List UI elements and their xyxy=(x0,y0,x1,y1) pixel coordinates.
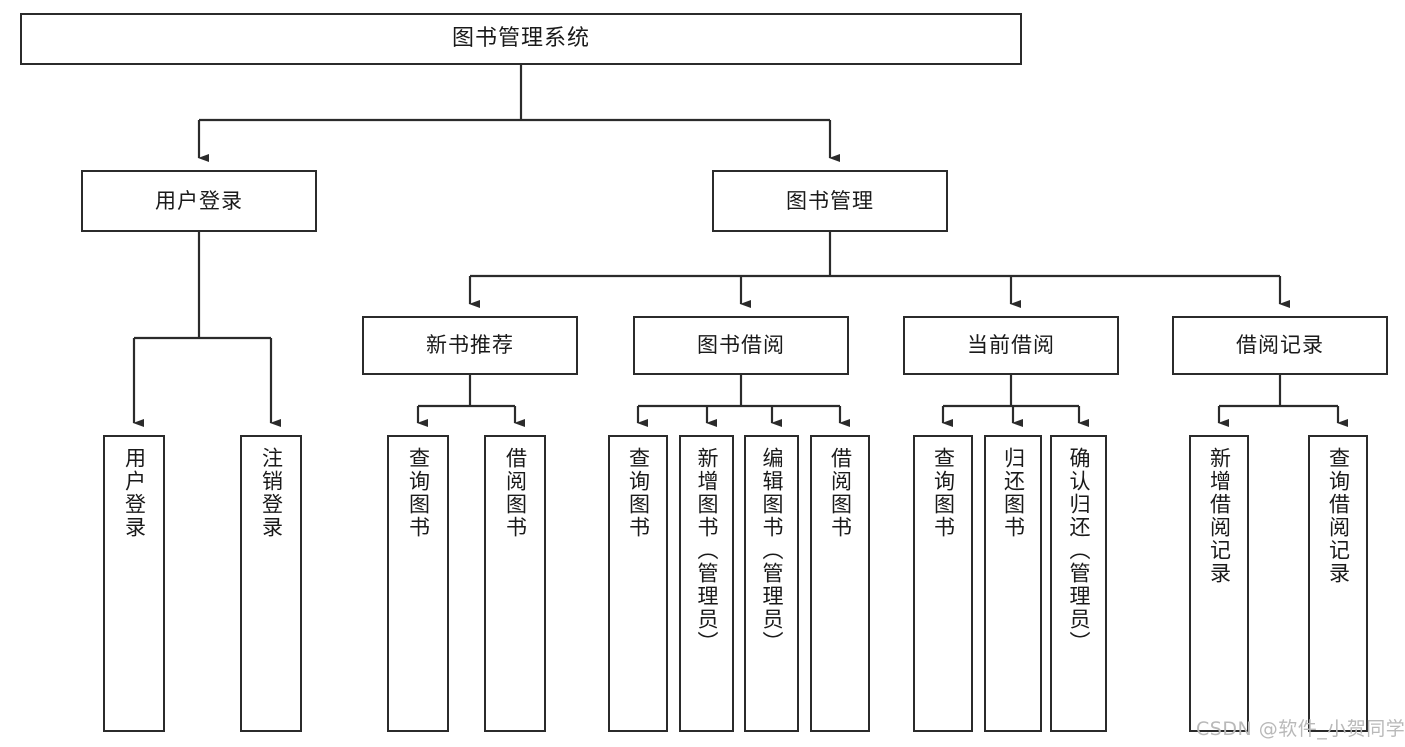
node-label: 借阅图书 xyxy=(828,447,853,539)
node-label: 查询图书 xyxy=(931,447,956,539)
node-label: 当前借阅 xyxy=(967,333,1055,358)
node-label: 查询借阅记录 xyxy=(1326,447,1351,585)
node-label: 新书推荐 xyxy=(426,333,514,358)
node-leaf-cur-return[interactable]: 归还图书 xyxy=(984,435,1042,732)
node-leaf-bw-edit[interactable]: 编辑图书（管理员） xyxy=(744,435,799,732)
node-label: 查询图书 xyxy=(406,447,431,539)
node-label: 用户登录 xyxy=(122,447,147,539)
node-leaf-bw-query[interactable]: 查询图书 xyxy=(608,435,668,732)
node-borrow[interactable]: 图书借阅 xyxy=(633,316,849,375)
watermark-text: CSDN @软件_小贺同学 xyxy=(1196,718,1405,740)
node-label: 图书管理 xyxy=(786,188,874,213)
node-label: 编辑图书（管理员） xyxy=(759,447,784,654)
node-leaf-rec-query[interactable]: 查询借阅记录 xyxy=(1308,435,1368,732)
node-label: 用户登录 xyxy=(155,188,243,213)
node-label: 借阅记录 xyxy=(1236,333,1324,358)
node-label: 新增图书（管理员） xyxy=(694,447,719,654)
node-records[interactable]: 借阅记录 xyxy=(1172,316,1388,375)
node-leaf-rec-add[interactable]: 新增借阅记录 xyxy=(1189,435,1249,732)
node-leaf-nb-borrow[interactable]: 借阅图书 xyxy=(484,435,546,732)
node-leaf-user-login[interactable]: 用户登录 xyxy=(103,435,165,732)
node-leaf-bw-add[interactable]: 新增图书（管理员） xyxy=(679,435,734,732)
node-label: 借阅图书 xyxy=(503,447,528,539)
node-label: 注销登录 xyxy=(259,447,284,539)
node-leaf-nb-query[interactable]: 查询图书 xyxy=(387,435,449,732)
node-leaf-bw-borrow[interactable]: 借阅图书 xyxy=(810,435,870,732)
node-leaf-cur-query[interactable]: 查询图书 xyxy=(913,435,973,732)
node-newbook[interactable]: 新书推荐 xyxy=(362,316,578,375)
node-current[interactable]: 当前借阅 xyxy=(903,316,1119,375)
node-label: 新增借阅记录 xyxy=(1207,447,1232,585)
node-root[interactable]: 图书管理系统 xyxy=(20,13,1022,65)
node-label: 图书借阅 xyxy=(697,333,785,358)
node-leaf-cur-confirm[interactable]: 确认归还（管理员） xyxy=(1050,435,1107,732)
node-bookmgmt[interactable]: 图书管理 xyxy=(712,170,948,232)
node-label: 图书管理系统 xyxy=(451,26,590,52)
node-label: 查询图书 xyxy=(626,447,651,539)
node-label: 归还图书 xyxy=(1001,447,1026,539)
node-label: 确认归还（管理员） xyxy=(1066,447,1091,654)
node-leaf-user-logout[interactable]: 注销登录 xyxy=(240,435,302,732)
node-login[interactable]: 用户登录 xyxy=(81,170,317,232)
